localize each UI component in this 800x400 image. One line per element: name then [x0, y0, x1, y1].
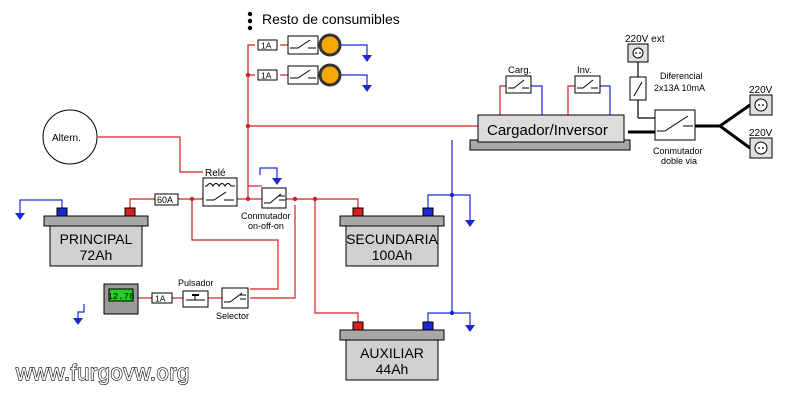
watermark: www.furgovw.org	[15, 360, 190, 385]
selector-switch	[221, 287, 249, 309]
negative-wires	[19, 44, 611, 325]
svg-text:1A: 1A	[261, 71, 272, 81]
fuse-1a-meter: 1A	[151, 292, 173, 304]
junction-dots	[189, 72, 455, 316]
cargador-inversor: Cargador/Inversor	[469, 114, 631, 151]
resto-consumibles-label: Resto de consumibles	[262, 11, 400, 27]
rele-label: Relé	[205, 168, 226, 179]
switch-consumer-top	[287, 35, 319, 55]
conmutador-doble-via	[654, 109, 696, 141]
battery-principal: PRINCIPAL 72Ah	[43, 207, 149, 267]
v220-ext-label: 220V ext	[625, 34, 665, 45]
fuse-1a-top: 1A	[257, 39, 278, 51]
carg-switch: Carg.	[505, 65, 532, 94]
voltmeter-reading: 12.78	[107, 292, 134, 302]
cargador-inversor-label: Cargador/Inversor	[487, 122, 608, 139]
selector-label: Selector	[216, 311, 249, 321]
pulsador-label: Pulsador	[178, 278, 214, 288]
ground-symbols	[15, 55, 475, 332]
ac-wires	[628, 60, 751, 150]
lamp-middle	[318, 63, 342, 87]
diferencial-breaker	[629, 76, 647, 101]
svg-text:1A: 1A	[155, 294, 166, 304]
carg-label: Carg.	[508, 65, 531, 76]
conmutador-doble-label-2: doble via	[661, 156, 697, 166]
relay	[202, 177, 238, 207]
lamp-top	[318, 33, 342, 57]
inv-label: Inv.	[577, 65, 592, 76]
alternator-label: Altern.	[52, 133, 81, 144]
positive-wires	[98, 44, 575, 322]
socket-220v-ext	[627, 43, 649, 63]
socket-220v-b	[749, 137, 773, 159]
battery-secundaria: SECUNDARIA 100Ah	[339, 207, 445, 267]
conmutador-doble-label-1: Conmutador	[653, 146, 703, 156]
svg-text:60A: 60A	[157, 195, 173, 205]
diferencial-label-2: 2x13A 10mA	[654, 83, 705, 93]
socket-220v-a	[749, 94, 773, 116]
resto-consumibles-dots	[247, 11, 253, 31]
conmutador-onoff-label-2: on-off-on	[248, 221, 284, 231]
diferencial-label-1: Diferencial	[660, 71, 703, 81]
fuse-1a-middle: 1A	[257, 69, 278, 81]
inv-switch: Inv.	[574, 65, 601, 94]
battery-auxiliar-capacity: 44Ah	[376, 361, 409, 377]
battery-auxiliar: AUXILIAR 44Ah	[339, 321, 445, 381]
alternator: Altern.	[42, 109, 98, 165]
conmutador-on-off-on	[261, 187, 287, 209]
fuse-60a: 60A	[154, 193, 179, 206]
switch-consumer-middle	[287, 65, 319, 85]
voltmeter: 12.78	[103, 283, 139, 315]
v220-b-label: 220V	[749, 128, 773, 139]
svg-text:1A: 1A	[261, 41, 272, 51]
battery-principal-capacity: 72Ah	[80, 247, 113, 263]
battery-secundaria-capacity: 100Ah	[372, 247, 412, 263]
battery-auxiliar-name: AUXILIAR	[360, 345, 424, 361]
v220-a-label: 220V	[749, 85, 773, 96]
battery-secundaria-name: SECUNDARIA	[346, 231, 438, 247]
battery-principal-name: PRINCIPAL	[60, 231, 133, 247]
pulsador-button	[182, 290, 209, 308]
conmutador-onoff-label-1: Conmutador	[241, 211, 291, 221]
